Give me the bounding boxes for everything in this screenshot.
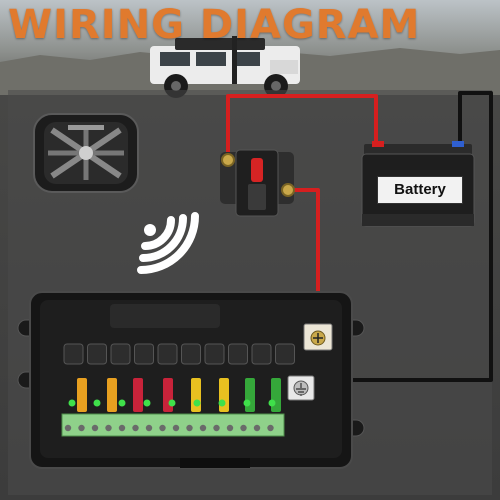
terminal-screw [118,424,126,432]
terminal-screw [132,424,139,432]
wireless-signal-icon [137,212,199,274]
status-led [68,399,76,407]
terminal-screw [91,424,99,432]
relay [87,343,107,365]
terminal-screw [172,424,180,432]
terminal-screw [186,424,193,432]
status-led [243,399,251,407]
terminal-screw [253,424,261,432]
breaker-terminal-out [281,183,295,197]
terminal-screw [267,424,274,432]
relay [110,343,131,365]
blade-fuse [219,378,229,412]
page-title: WIRING DIAGRAM [8,2,421,48]
blade-fuse [163,378,173,412]
terminal-screw [78,424,85,432]
battery-label: Battery [377,176,463,204]
relay [157,343,178,365]
status-led [93,399,101,407]
blade-fuse [77,378,87,412]
terminal-screw [213,424,220,432]
relay [181,343,201,365]
status-led [218,399,226,407]
terminal-screw [199,424,207,432]
blade-fuse [245,378,255,412]
blade-fuse [191,378,201,412]
relay-row [63,343,295,365]
status-led [193,399,201,407]
terminal-screw [226,424,234,432]
fuse-box [17,291,365,469]
switch-panel-icon [33,113,139,193]
terminal-screw [159,424,166,432]
circuit-breaker [220,149,295,217]
status-led [168,399,176,407]
relay [251,343,272,365]
blade-fuse [133,378,143,412]
blade-fuse [107,378,117,412]
terminal-block [61,413,285,437]
relay [228,343,248,365]
status-led [143,399,151,407]
status-led [118,399,126,407]
led-row [68,399,276,407]
terminal-screw [145,424,153,432]
ground-wire [308,91,493,382]
relay [275,343,295,365]
relay [63,343,84,365]
relay [134,343,154,365]
terminal-screw [240,424,247,432]
terminal-screw [64,424,72,432]
breaker-terminal-in [221,153,235,167]
terminal-screw [105,424,112,432]
relay [204,343,225,365]
breaker-reset-lever [251,158,263,182]
blade-fuse [271,378,281,412]
positive-wire [226,94,378,326]
status-led [268,399,276,407]
